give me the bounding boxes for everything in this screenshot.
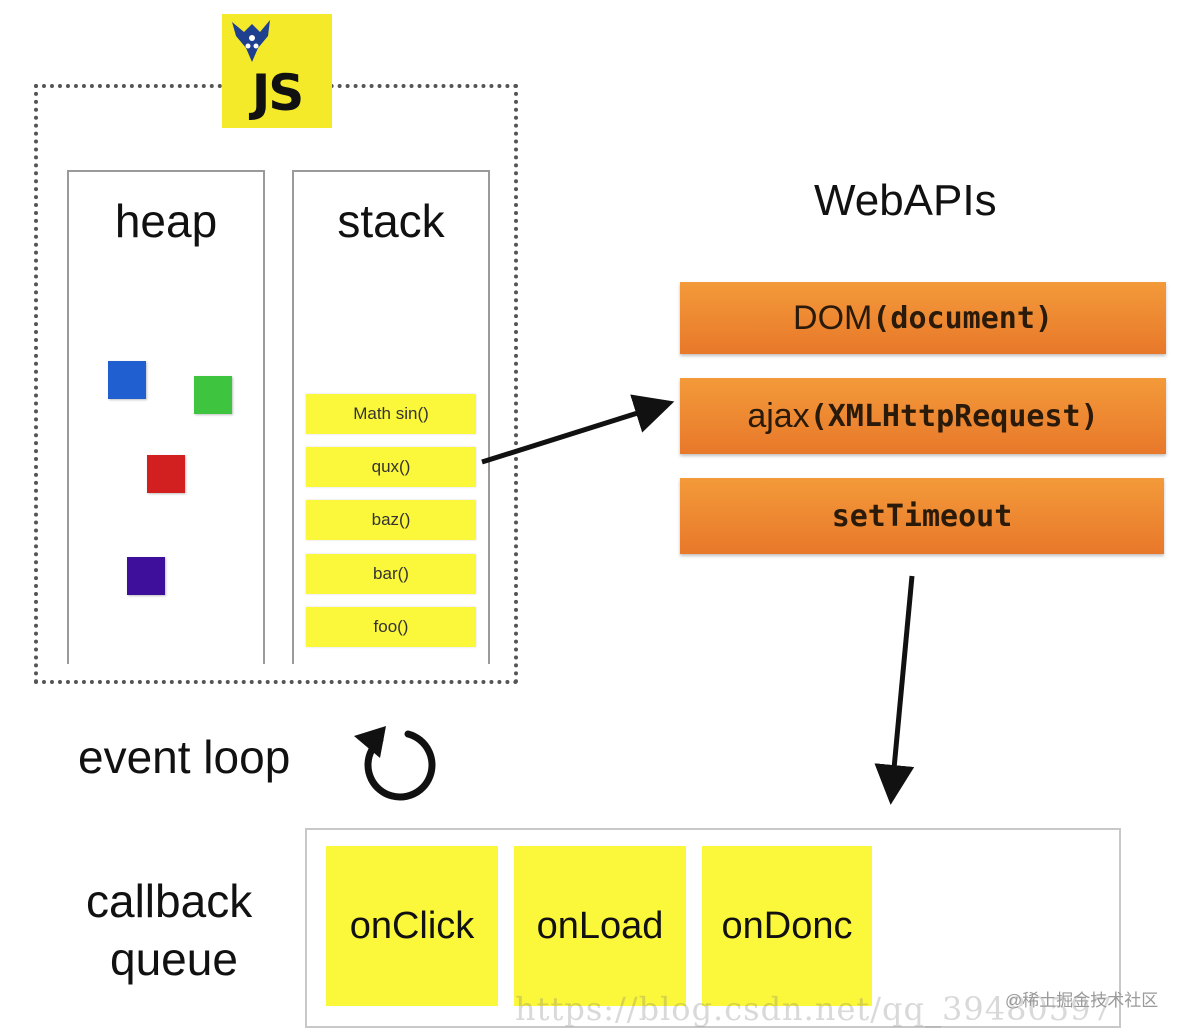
heap-object-green [194,376,232,414]
community-watermark: @稀土掘金技术社区 [1005,991,1159,1010]
webapis-title: WebAPIs [814,176,997,225]
webapi-settimeout: setTimeout [680,478,1164,554]
stack-title: stack [337,195,445,247]
webapi-ajax: ajax (XMLHttpRequest) [680,378,1166,454]
webapi-ajax-detail: (XMLHttpRequest) [809,398,1099,434]
stack-frame: qux() [306,447,476,487]
callback-label-line1: callback [86,875,253,927]
js-logo: JS [222,14,332,128]
webapi-settimeout-label: setTimeout [831,498,1013,534]
event-loop-label: event loop [78,731,291,783]
heap-object-blue [108,361,146,399]
heap-object-purple [127,557,165,595]
callback-item-onclick: onClick [326,846,498,1006]
webapi-to-queue-arrow [874,575,915,805]
stack-frame: baz() [306,500,476,540]
callback-item-onload: onLoad [514,846,686,1006]
webapi-dom-name: DOM [793,298,873,337]
js-logo-text: JS [251,64,305,122]
callback-item-ondone: onDonc [702,846,872,1006]
heap-panel: heap [67,170,265,664]
heap-title: heap [114,195,218,247]
webapi-dom-detail: (document) [872,300,1053,336]
stack-to-webapi-arrow [481,394,675,465]
bird-icon [232,20,270,62]
stack-frame: foo() [306,607,476,647]
loop-arrow-icon [354,726,436,801]
url-watermark: https://blog.csdn.net/qq_39480597 [515,990,1113,1028]
callback-label-line2: queue [110,933,238,985]
webapi-ajax-name: ajax [747,396,810,435]
heap-object-red [147,455,185,493]
webapi-dom: DOM (document) [680,282,1166,354]
stack-frame: Math sin() [306,394,476,434]
stack-frame: bar() [306,554,476,594]
